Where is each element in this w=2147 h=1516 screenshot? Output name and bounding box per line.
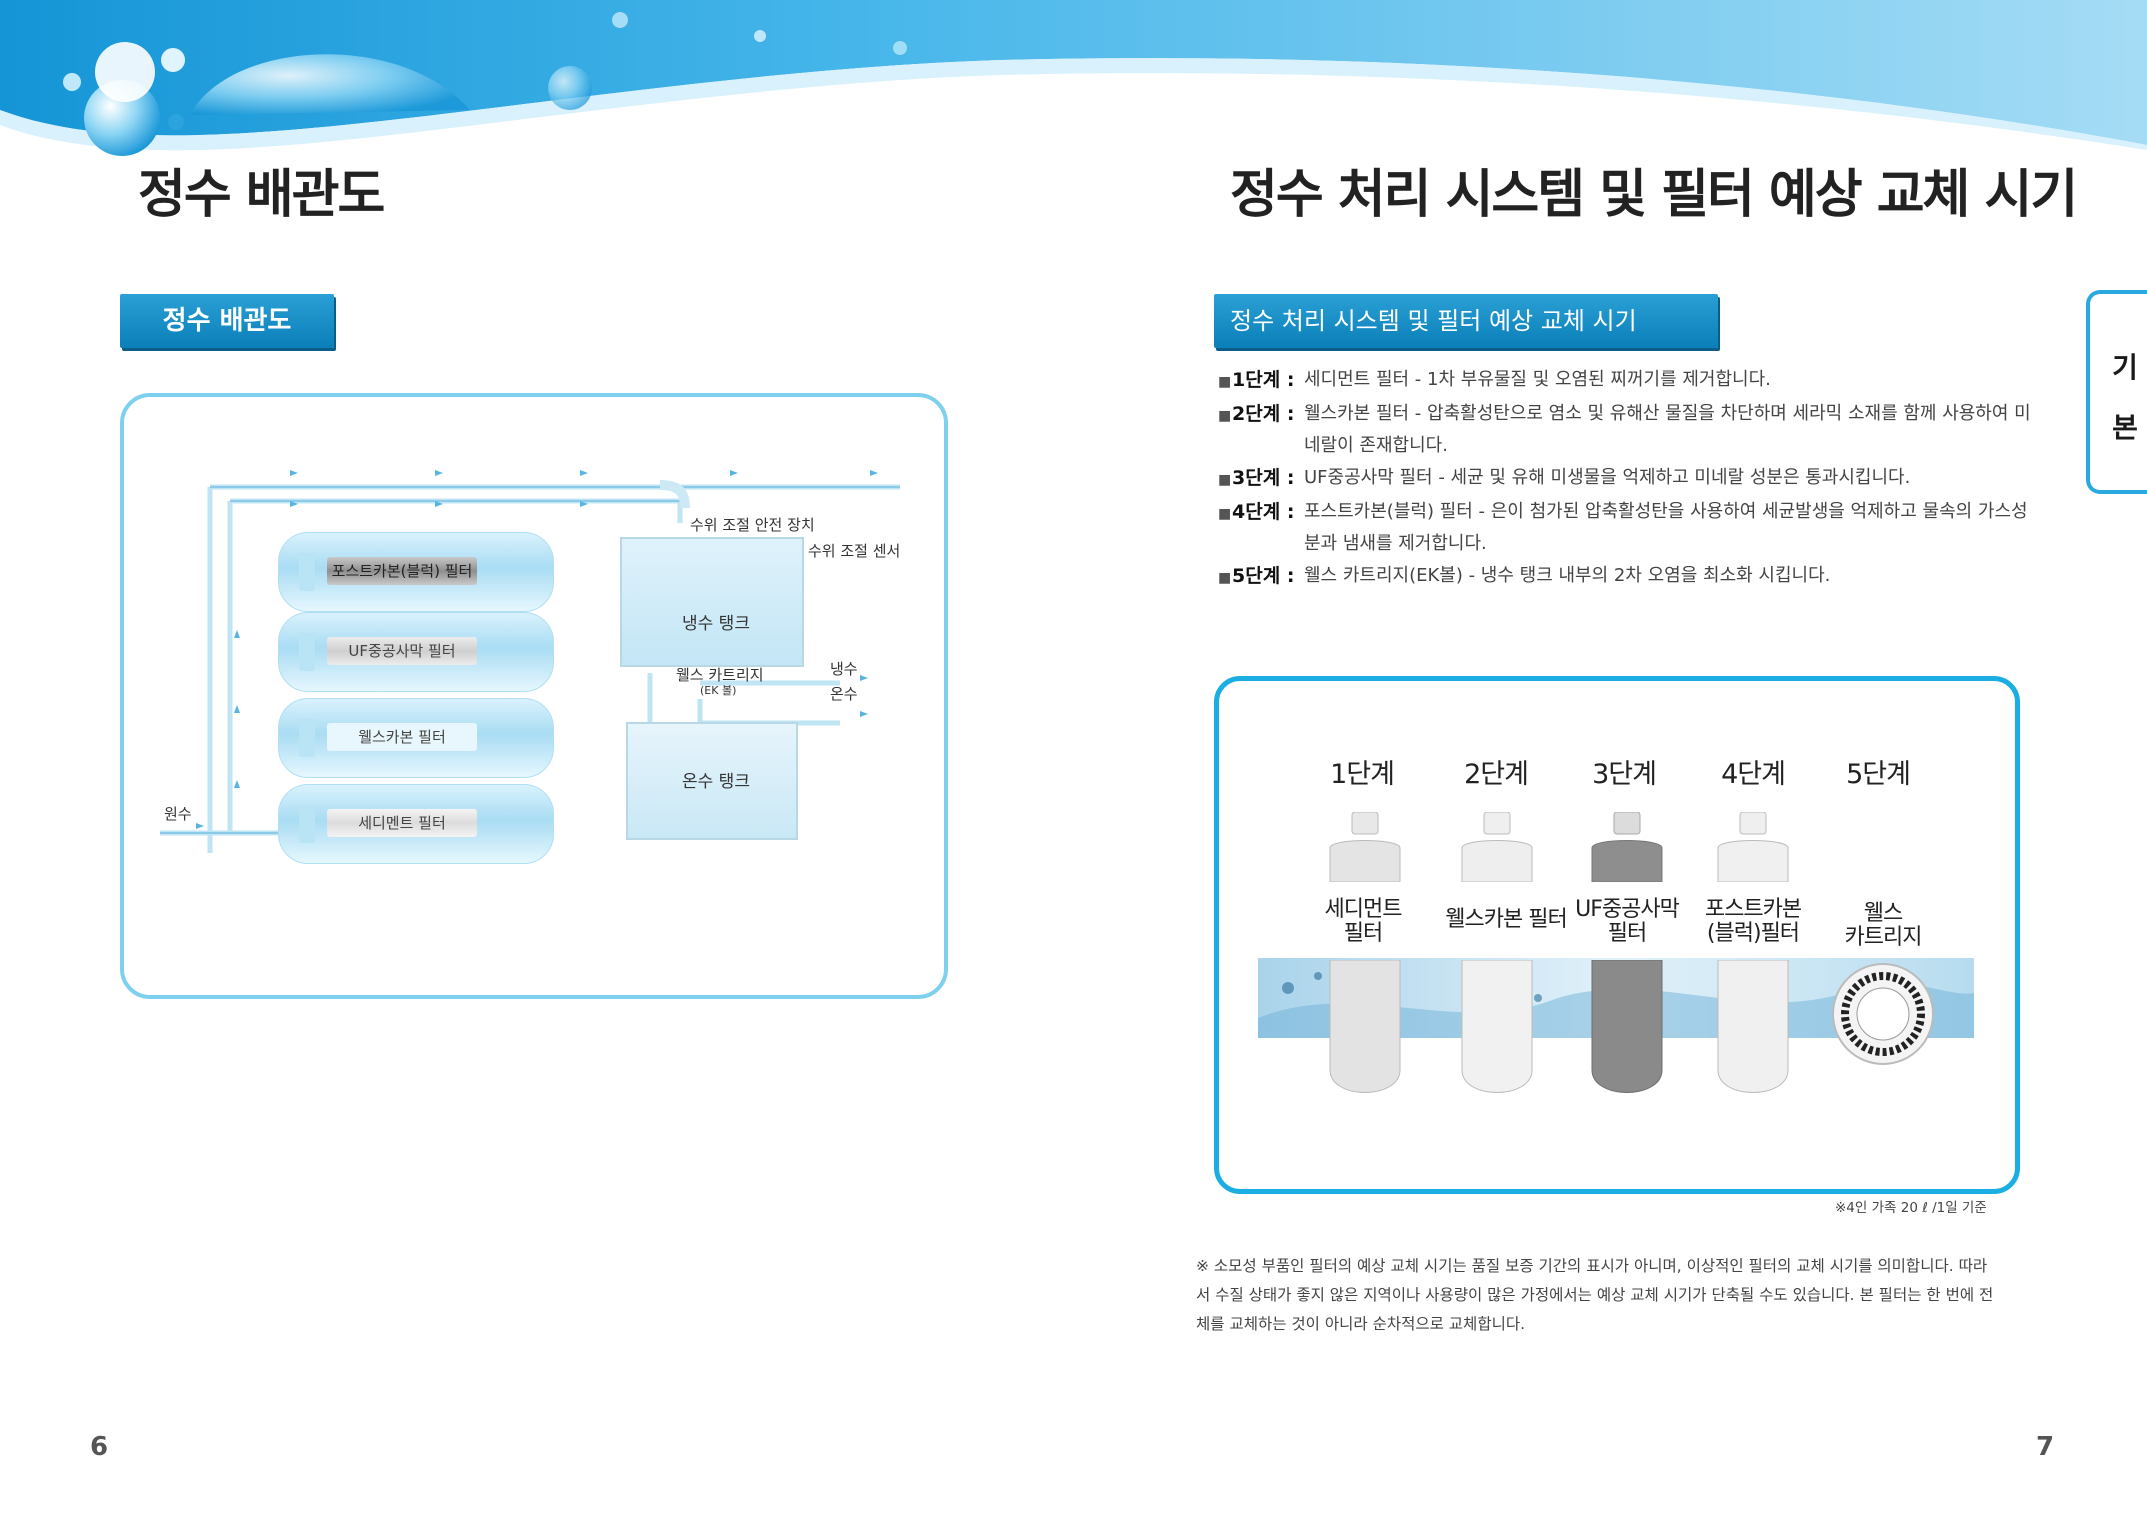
cartridge-body-2: [1461, 960, 1533, 1093]
filter-cap: [299, 719, 315, 757]
page-title-right: 정수 처리 시스템 및 필터 예상 교체 시기: [1230, 165, 2078, 225]
page-title-left: 정수 배관도: [138, 165, 385, 225]
filter-label: 웰스카본 필터: [327, 723, 477, 751]
label-level-safety: 수위 조절 안전 장치: [690, 516, 815, 534]
step-text: 웰스카본 필터 - 압축활성탄으로 염소 및 유해산 물질을 차단하며 세라믹 …: [1304, 403, 2031, 456]
stage-name: 웰스카본 필터: [1445, 907, 1567, 932]
step-item: ■ 4단계 : 포스트카본(블럭) 필터 - 은이 첨가된 압축활성탄을 사용하…: [1218, 496, 2038, 560]
stage-head: 5단계: [1846, 759, 1911, 790]
cold-tank: [620, 537, 804, 667]
piping-diagram: [160, 470, 900, 853]
bullet-icon: ■: [1218, 506, 1232, 522]
step-text: 웰스 카트리지(EK볼) - 냉수 탱크 내부의 2차 오염을 최소화 시킵니다…: [1304, 565, 1831, 586]
filter-label: 포스트카본(블럭) 필터: [327, 557, 477, 585]
filter-cap: [299, 633, 315, 671]
filter-sediment: 세디멘트 필터: [278, 784, 554, 864]
label-hot-water: 온수: [830, 685, 858, 703]
step-label: 2단계 :: [1232, 403, 1295, 425]
stage-head: 1단계: [1330, 759, 1395, 790]
step-text: 세디먼트 필터 - 1차 부유물질 및 오염된 찌꺼기를 제거합니다.: [1304, 369, 1771, 390]
cartridge-top-4: [1717, 812, 1789, 882]
filter-cap: [299, 805, 315, 843]
step-label: 1단계 :: [1232, 369, 1295, 391]
bullet-icon: ■: [1218, 374, 1232, 390]
hot-tank: [626, 722, 798, 840]
step-text: UF중공사막 필터 - 세균 및 유해 미생물을 억제하고 미네랄 성분은 통과…: [1304, 467, 1911, 488]
step-item: ■ 5단계 : 웰스 카트리지(EK볼) - 냉수 탱크 내부의 2차 오염을 …: [1218, 560, 2038, 594]
section-label-piping: 정수 배관도: [120, 294, 334, 348]
header-water-wave: [0, 0, 2147, 156]
cartridge-top-2: [1461, 812, 1533, 882]
piping-diagram-panel: [120, 393, 948, 999]
filter-post-carbon: 포스트카본(블럭) 필터: [278, 532, 554, 612]
label-wells-cartridge: 웰스 카트리지: [676, 666, 764, 684]
step-label: 4단계 :: [1232, 501, 1295, 523]
step-item: ■ 3단계 : UF중공사막 필터 - 세균 및 유해 미생물을 억제하고 미네…: [1218, 462, 2038, 496]
label-cold-water: 냉수: [830, 660, 858, 678]
label-hot-tank: 온수 탱크: [682, 772, 750, 792]
page-number-left: 6: [90, 1432, 109, 1462]
filter-stages-panel: [1214, 676, 2020, 1194]
footnote-family-basis: ※4인 가족 20 ℓ /1일 기준: [1835, 1200, 1987, 1216]
label-raw-water: 원수: [164, 805, 192, 823]
filter-wells-carbon: 웰스카본 필터: [278, 698, 554, 778]
bullet-icon: ■: [1218, 472, 1232, 488]
stage-head: 4단계: [1721, 759, 1786, 790]
stage-head: 3단계: [1592, 759, 1657, 790]
stage-head: 2단계: [1464, 759, 1529, 790]
page-number-right: 7: [2036, 1432, 2055, 1462]
cartridge-top-3: [1591, 812, 1663, 882]
step-label: 5단계 :: [1232, 565, 1295, 587]
side-tab-char: 기: [2112, 351, 2138, 384]
cartridge-body-4: [1717, 960, 1789, 1093]
replacement-note: ※ 소모성 부품인 필터의 예상 교체 시기는 품질 보증 기간의 표시가 아니…: [1196, 1257, 1994, 1333]
label-ek-ball: (EK 볼): [700, 684, 737, 697]
step-item: ■ 2단계 : 웰스카본 필터 - 압축활성탄으로 염소 및 유해산 물질을 차…: [1218, 398, 2038, 462]
label-level-sensor: 수위 조절 센서: [808, 542, 901, 560]
filter-cap: [299, 553, 315, 591]
stage-name: 포스트카본(블럭)필터: [1704, 897, 1802, 946]
cartridge-top-1: [1329, 812, 1401, 882]
cartridge-body-3: [1591, 960, 1663, 1093]
side-tab-basic[interactable]: 기 본: [2086, 290, 2147, 494]
bullet-icon: ■: [1218, 408, 1232, 424]
cartridge-body-1: [1329, 960, 1401, 1093]
step-item: ■ 1단계 : 세디먼트 필터 - 1차 부유물질 및 오염된 찌꺼기를 제거합…: [1218, 364, 2038, 398]
step-text: 포스트카본(블럭) 필터 - 은이 첨가된 압축활성탄을 사용하여 세균발생을 …: [1304, 501, 2028, 554]
label-cold-tank: 냉수 탱크: [682, 614, 750, 634]
step-label: 3단계 :: [1232, 467, 1295, 489]
filter-uf: UF중공사막 필터: [278, 612, 554, 692]
filter-label: UF중공사막 필터: [327, 637, 477, 665]
bullet-icon: ■: [1218, 570, 1232, 586]
side-tab-char: 본: [2112, 411, 2138, 444]
step-list: ■ 1단계 : 세디먼트 필터 - 1차 부유물질 및 오염된 찌꺼기를 제거합…: [1218, 364, 2038, 594]
filter-label: 세디멘트 필터: [327, 809, 477, 837]
wells-cartridge-ring: [1832, 963, 1934, 1065]
section-label-system: 정수 처리 시스템 및 필터 예상 교체 시기: [1214, 294, 1718, 348]
